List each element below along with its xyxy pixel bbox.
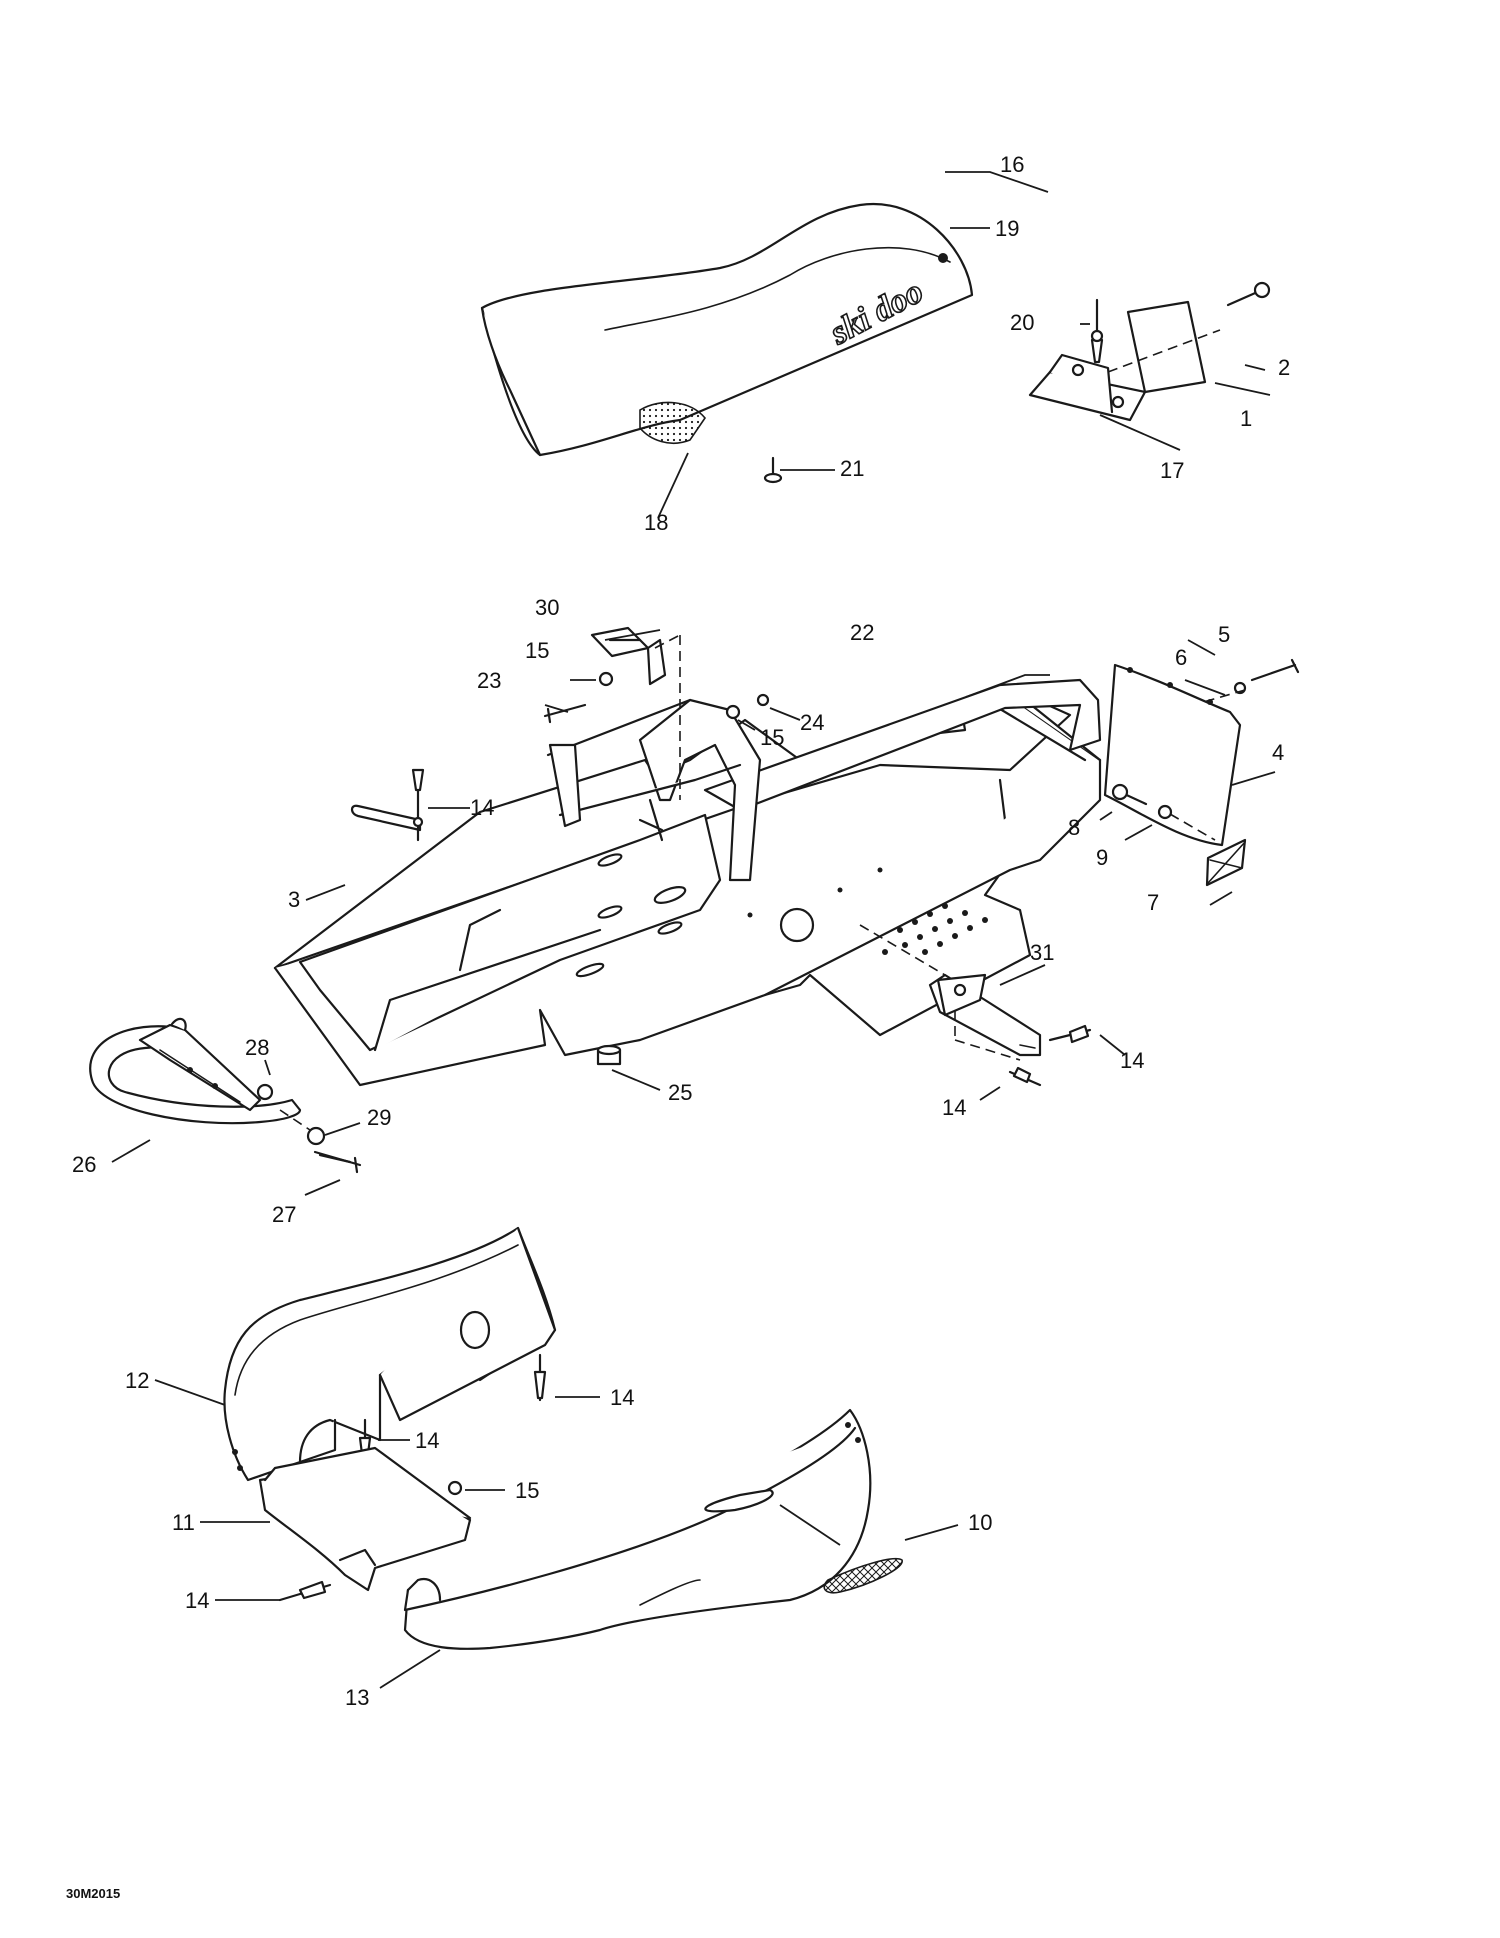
inner-panel <box>258 1446 472 1592</box>
screw-21 <box>763 456 783 484</box>
callout-20: 20 <box>1010 310 1034 335</box>
callout-28: 28 <box>245 1035 269 1060</box>
leader-lines <box>111 171 1276 1689</box>
callout-19: 19 <box>995 216 1019 241</box>
callout-21: 21 <box>840 456 864 481</box>
callout-15-b: 15 <box>760 725 784 750</box>
callout-3: 3 <box>288 887 300 912</box>
bracket-31 <box>928 973 1042 1057</box>
callout-14-a: 14 <box>470 795 494 820</box>
callout-14-b: 14 <box>1120 1048 1144 1073</box>
callout-14-e: 14 <box>415 1428 439 1453</box>
callout-14-c: 14 <box>942 1095 966 1120</box>
rivet-14-lower <box>1008 1066 1042 1087</box>
grille-10 <box>823 1557 903 1594</box>
callout-30: 30 <box>535 595 559 620</box>
callout-18: 18 <box>644 510 668 535</box>
callout-7: 7 <box>1147 890 1159 915</box>
frame-chassis <box>273 678 1102 1087</box>
rear-bumper <box>89 1017 302 1125</box>
callout-9: 9 <box>1096 845 1108 870</box>
callout-2: 2 <box>1278 355 1290 380</box>
snow-flap <box>1103 663 1242 847</box>
figure-reference-code: 30M2015 <box>66 1886 120 1901</box>
callout-1: 1 <box>1240 406 1252 431</box>
side-panel-left <box>223 1226 557 1482</box>
callout-8: 8 <box>1068 815 1080 840</box>
side-panel-right <box>403 1408 872 1650</box>
rivet-14-right <box>1048 1024 1092 1044</box>
callout-23: 23 <box>477 668 501 693</box>
reflector <box>1205 838 1247 887</box>
callout-5: 5 <box>1218 622 1230 647</box>
rivet-20 <box>1090 298 1104 364</box>
callout-14-f: 14 <box>185 1588 209 1613</box>
callout-29: 29 <box>367 1105 391 1130</box>
callout-13: 13 <box>345 1685 369 1710</box>
callout-10: 10 <box>968 1510 992 1535</box>
bolt-2 <box>1226 281 1271 307</box>
callout-14-d: 14 <box>610 1385 634 1410</box>
callout-labels: 16 19 20 2 1 17 21 18 30 15 23 15 24 22 … <box>72 152 1290 1710</box>
callout-22: 22 <box>850 620 874 645</box>
seat: ski doo <box>480 202 974 457</box>
seat-bracket <box>1028 300 1207 422</box>
callout-26: 26 <box>72 1152 96 1177</box>
callout-25: 25 <box>668 1080 692 1105</box>
callout-15-c: 15 <box>515 1478 539 1503</box>
callout-4: 4 <box>1272 740 1284 765</box>
callout-15-a: 15 <box>525 638 549 663</box>
callout-16: 16 <box>1000 152 1024 177</box>
rivet-14-bottom <box>278 1580 332 1602</box>
callout-11: 11 <box>172 1510 195 1535</box>
callout-12: 12 <box>125 1368 149 1393</box>
callout-31: 31 <box>1030 940 1054 965</box>
tunnel-perforations <box>747 867 988 955</box>
callout-6: 6 <box>1175 645 1187 670</box>
callout-27: 27 <box>272 1202 296 1227</box>
callout-24: 24 <box>800 710 824 735</box>
strap-3 <box>350 768 425 842</box>
callout-17: 17 <box>1160 458 1184 483</box>
